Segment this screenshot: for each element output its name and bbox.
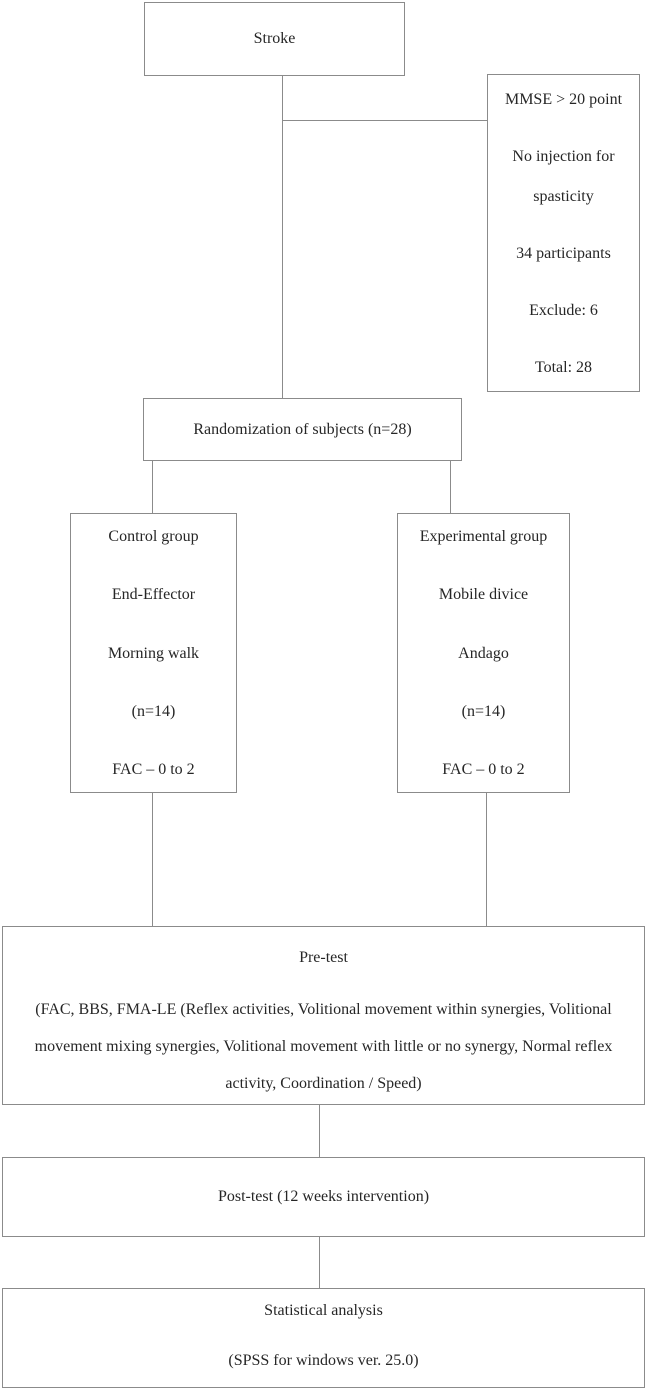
experimental-line-device: Andago	[458, 644, 509, 662]
statistics-box: Statistical analysis (SPSS for windows v…	[2, 1288, 645, 1388]
statistics-subtitle: (SPSS for windows ver. 25.0)	[228, 1352, 419, 1369]
stroke-label: Stroke	[253, 30, 296, 47]
connector-posttest-statistics	[319, 1237, 320, 1288]
posttest-box: Post-test (12 weeks intervention)	[2, 1157, 645, 1237]
control-line-fac: FAC – 0 to 2	[112, 761, 195, 778]
randomization-label: Randomization of subjects (n=28)	[193, 420, 412, 438]
control-group-box: Control group End-Effector Morning walk …	[70, 513, 237, 793]
pretest-box: Pre-test (FAC, BBS, FMA-LE (Reflex activ…	[2, 926, 645, 1105]
stroke-box: Stroke	[144, 2, 405, 76]
connector-stroke-criteria	[282, 120, 487, 121]
criteria-box: MMSE > 20 point No injection for spastic…	[487, 74, 640, 392]
experimental-group-box: Experimental group Mobile divice Andago …	[397, 513, 570, 793]
criteria-line-injection: No injection for spasticity	[512, 148, 615, 205]
randomization-box: Randomization of subjects (n=28)	[143, 398, 462, 461]
statistics-title: Statistical analysis	[264, 1302, 383, 1319]
connector-experimental-pretest	[486, 793, 487, 926]
criteria-line-total: Total: 28	[534, 359, 593, 376]
control-line-device-type: End-Effector	[111, 586, 196, 604]
pretest-title: Pre-test	[299, 949, 348, 966]
criteria-line-exclude: Exclude: 6	[529, 302, 598, 319]
control-line-device: Morning walk	[107, 644, 200, 662]
criteria-line-mmse: MMSE > 20 point	[504, 91, 623, 108]
pretest-detail: (FAC, BBS, FMA-LE (Reflex activities, Vo…	[34, 1001, 613, 1092]
control-line-n: (n=14)	[131, 702, 176, 720]
connector-control-pretest	[152, 793, 153, 926]
criteria-line-participants: 34 participants	[516, 245, 611, 262]
connector-randomization-control	[152, 461, 153, 513]
connector-stroke-randomization	[282, 76, 283, 398]
posttest-label: Post-test (12 weeks intervention)	[217, 1188, 430, 1205]
control-line-name: Control group	[108, 528, 199, 545]
connector-pretest-posttest	[319, 1105, 320, 1157]
experimental-line-device-type: Mobile divice	[438, 586, 529, 604]
connector-randomization-experimental	[450, 461, 451, 513]
experimental-line-name: Experimental group	[419, 528, 548, 545]
experimental-line-n: (n=14)	[461, 702, 506, 720]
experimental-line-fac: FAC – 0 to 2	[442, 761, 525, 778]
